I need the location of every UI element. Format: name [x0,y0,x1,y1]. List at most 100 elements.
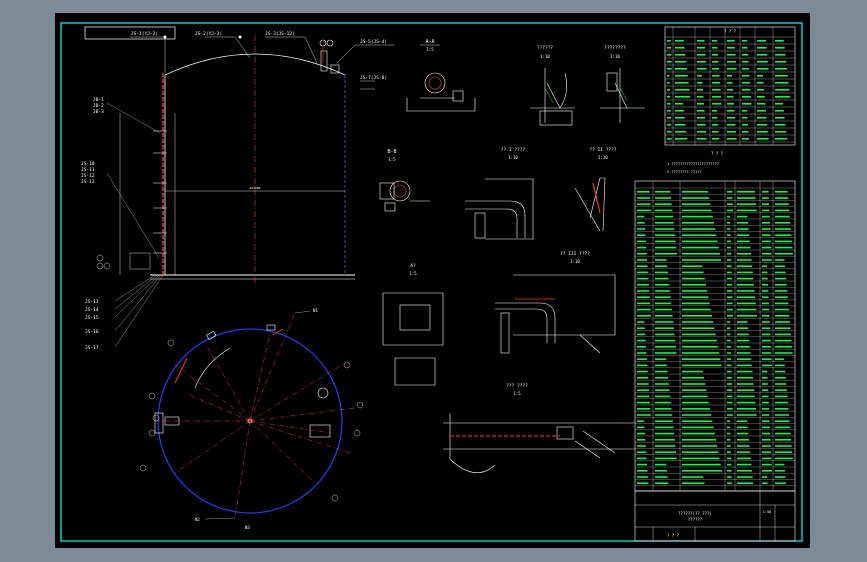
table-cell-mark [667,124,672,126]
table-cell-mark [637,470,648,472]
table-cell-mark [697,124,706,126]
table-cell-mark [737,203,757,205]
table-cell-mark [775,420,790,422]
table-cell-mark [637,290,650,292]
table-cell-mark [655,296,671,298]
table-cell-mark [655,457,677,460]
table-cell-mark [757,89,765,91]
table-cell-mark [775,414,790,416]
table-cell-mark [757,124,768,126]
table-cell-mark [727,339,731,342]
table-cell-mark [712,75,720,77]
detail-2-title: ???????? [604,45,626,51]
table-cell-mark [727,370,732,373]
table-cell-mark [775,265,786,267]
table-cell-mark [697,47,705,49]
table-cell-mark [737,401,756,404]
table-cell-mark [667,68,672,70]
table-cell-mark [737,451,751,453]
table-cell-mark [697,75,702,77]
table-cell-mark [775,75,788,77]
table-cell-mark [737,364,752,367]
table-cell-mark [637,457,647,460]
table-cell-mark [655,240,676,243]
table-cell-mark [682,290,708,292]
table-cell-mark [775,222,791,224]
table-cell-mark [737,253,751,255]
table-cell-mark [682,215,713,218]
table-cell-mark [762,327,771,329]
node-2-scale: 1:10 [598,155,608,160]
table-cell-mark [637,414,651,416]
notes-title: ? ? ? [711,151,724,156]
table-cell-mark [737,358,752,360]
table-cell-mark [655,277,669,280]
table-cell-mark [637,358,647,360]
table-cell-mark [737,389,755,391]
table-cell-mark [637,308,651,311]
table-cell-mark [637,482,649,484]
node-1-title: ?? I ???? [501,147,526,153]
table-cell-mark [667,89,670,91]
table-cell-mark [675,54,686,56]
table-cell-mark [737,327,749,329]
table-cell-mark [762,395,769,398]
table-cell-mark [697,138,707,140]
drawing-name: ??????(?? ???) [678,511,712,516]
table-cell-mark [655,414,673,416]
table-cell-mark [727,463,732,466]
table-cell-mark [775,401,788,404]
table-cell-mark [737,339,750,342]
table-cell-mark [775,389,787,391]
table-cell-mark [655,203,672,205]
table-cell-mark [775,451,793,453]
table-cell-mark [762,377,768,379]
table-cell-mark [727,308,733,311]
table-cell-mark [655,315,673,317]
node-3: ?? III ???? 1:10 [495,251,616,354]
view-c-scale: 1:5 [409,271,417,276]
view-c: A? 1:5 [382,263,444,386]
table-cell-mark [712,68,719,70]
table-cell-mark [762,457,772,460]
table-cell-mark [775,215,790,218]
table-cell-mark [737,259,752,261]
table-cell-mark [675,117,685,119]
table-cell-mark [737,432,749,435]
cad-drawing: Ø12000 JS-1(YJ-2) JS-2(YJ-3) JS-3(JS-12)… [60,22,803,542]
table-cell-mark [727,191,733,193]
table-cell-mark [682,240,718,243]
table-cell-mark [637,271,649,274]
table-cell-mark [682,234,717,236]
table-cell-mark [682,389,707,391]
table-cell-mark [712,117,718,119]
table-cell-mark [712,40,717,42]
table-cell-mark [655,352,677,354]
table-cell-mark [637,445,646,447]
table-cell-mark [757,82,764,84]
table-cell-mark [712,96,721,98]
table-cell-mark [655,401,671,404]
table-cell-mark [762,420,770,422]
table-cell-mark [762,470,772,472]
table-cell-mark [762,222,770,224]
table-cell-mark [682,277,705,280]
table-cell-mark [775,47,785,49]
table-cell-mark [775,68,787,70]
table-cell-mark [637,315,651,317]
table-cell-mark [682,253,720,255]
plan-label-n3: N3 [245,525,250,530]
table-cell-mark [655,271,668,274]
table-cell-mark [727,96,734,98]
table-cell-mark [682,370,703,373]
callout-bottom-1: JS-13 [85,299,99,305]
table-cell-mark [697,40,705,42]
table-cell-mark [727,284,733,286]
table-cell-mark [682,265,703,267]
table-cell-mark [727,124,736,126]
table-cell-mark [727,197,733,199]
table-cell-mark [667,82,670,84]
table-cell-mark [675,110,684,112]
table-cell-mark [655,370,668,373]
table-cell-mark [682,457,720,460]
